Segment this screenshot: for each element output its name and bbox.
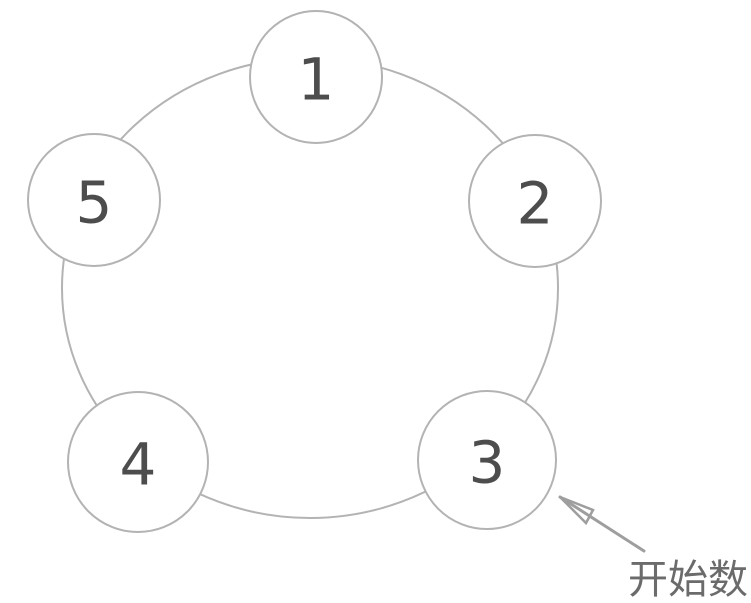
node-circle-1 <box>249 10 383 144</box>
node-5: 5 <box>27 133 161 267</box>
start-count-label: 开始数 <box>628 557 748 603</box>
node-circle-5 <box>27 133 161 267</box>
node-label-4: 4 <box>120 430 157 498</box>
node-2: 2 <box>468 134 602 268</box>
node-label-2: 2 <box>517 169 554 237</box>
node-circle-3 <box>417 390 557 530</box>
arrow-shaft <box>558 495 646 553</box>
node-label-3: 3 <box>469 428 506 496</box>
arrow-head-icon <box>559 495 595 526</box>
node-3: 3 <box>417 390 557 530</box>
node-circle-4 <box>67 391 209 533</box>
node-1: 1 <box>249 10 383 144</box>
node-4: 4 <box>67 391 209 533</box>
node-label-1: 1 <box>298 45 335 113</box>
node-label-5: 5 <box>76 168 113 236</box>
start-pointer-arrow <box>558 495 646 553</box>
node-circle-2 <box>468 134 602 268</box>
